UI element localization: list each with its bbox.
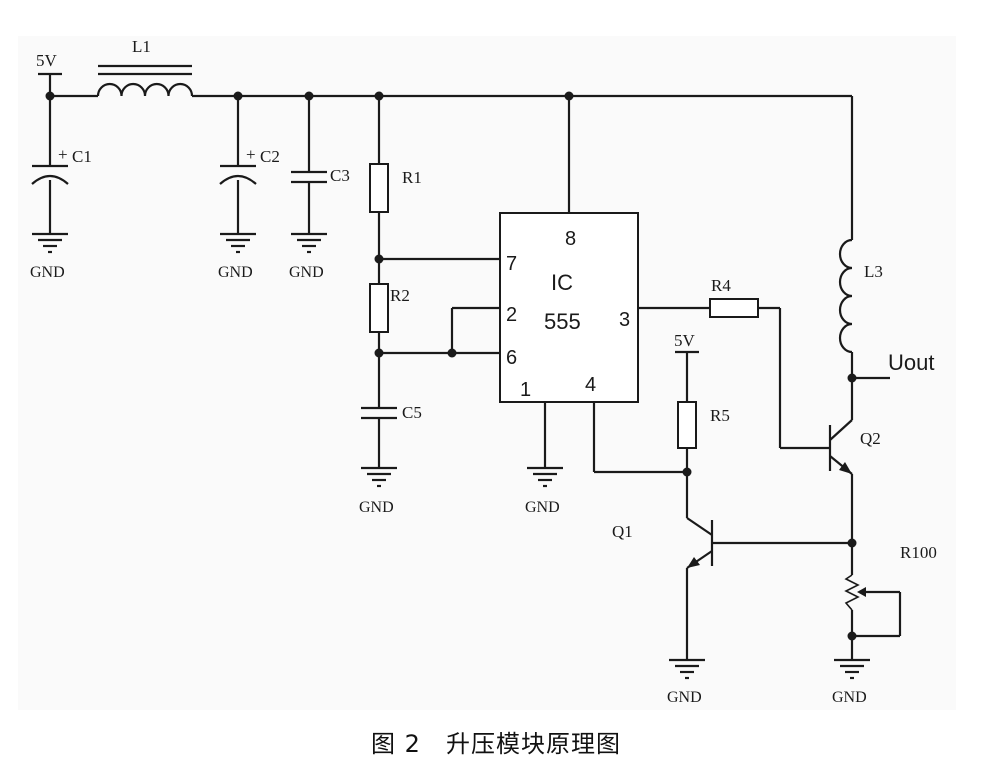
resistor-R5 [677,401,697,449]
gnd-label-ic: GND [525,499,560,516]
polarity-mark-C2: + [246,145,256,164]
gnd-label-q1: GND [667,689,702,706]
capacitor-C1 [31,164,69,185]
figure-caption: 图 2 升压模块原理图 [371,730,621,758]
resistor-R1 [369,163,389,213]
transistor-Q1 [686,517,714,569]
label-R100: R100 [900,543,937,562]
gnd-label-c5: GND [359,499,394,516]
ic-pin-3: 3 [619,309,630,331]
ic-pin-4: 4 [585,374,596,396]
inductor-L3 [838,238,853,354]
gnd-label-r100: GND [832,689,867,706]
label-L3: L3 [864,262,883,281]
label-C2: C2 [260,147,280,166]
label-Q1: Q1 [612,522,633,541]
junction-dots [45,91,857,641]
ic-pin-8: 8 [565,228,576,250]
inductor-L1 [96,64,194,97]
transistor-Q2 [828,419,853,475]
label-R5: R5 [710,406,730,425]
resistor-R4 [709,298,759,318]
polarity-mark-C1: + [58,145,68,164]
ic-name: IC [551,270,573,295]
gnd-label-c3: GND [289,264,324,281]
gnd-label-c2: GND [218,264,253,281]
supply-label-5v-r5: 5V [674,331,696,350]
ic-part-number: 555 [544,309,581,334]
ic-pin-6: 6 [506,347,517,369]
potentiometer-R100 [844,574,872,611]
ic-pin-7: 7 [506,253,517,275]
capacitor-C2 [219,164,257,185]
gnd-label-c1: GND [30,264,65,281]
label-C3: C3 [330,166,350,185]
schematic-background [18,36,956,710]
ground-symbols [32,232,870,680]
label-R4: R4 [711,276,731,295]
label-C5: C5 [402,403,422,422]
resistor-R2 [369,283,389,333]
label-C1: C1 [72,147,92,166]
label-L1: L1 [132,37,151,56]
wires [38,72,902,660]
label-Q2: Q2 [860,429,881,448]
ic-555-body [499,212,639,403]
supply-label-5v-left: 5V [36,51,58,70]
label-R2: R2 [390,286,410,305]
ic-pin-2: 2 [506,304,517,326]
output-label: Uout [888,350,934,375]
capacitor-C5 [361,406,397,420]
capacitor-C3 [291,170,327,184]
label-R1: R1 [402,168,422,187]
ic-pin-1: 1 [520,379,531,401]
